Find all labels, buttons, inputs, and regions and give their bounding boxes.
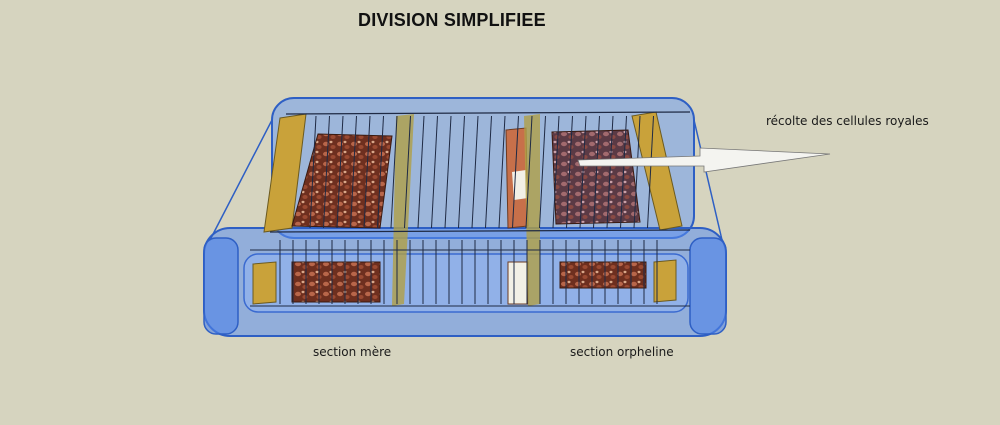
frame-line — [323, 115, 330, 229]
frame-line — [363, 115, 371, 229]
frame-line — [404, 115, 411, 229]
end-board-left — [252, 113, 307, 305]
diagram-title: DIVISION SIMPLIFIEE — [358, 10, 546, 30]
frame-line — [552, 115, 560, 229]
end-board-right — [631, 111, 683, 303]
frame-line — [512, 115, 519, 229]
frame-line — [458, 115, 465, 229]
harvest-arrow — [577, 147, 831, 173]
brood-comb-mother — [291, 133, 393, 303]
frame-line — [269, 229, 691, 233]
frame-line — [498, 115, 506, 229]
frame-line — [525, 115, 533, 229]
mother-section-label: section mère — [313, 345, 392, 359]
frame-line — [431, 115, 438, 229]
frame-line — [285, 111, 691, 115]
frame-line — [309, 115, 317, 229]
frame-line — [336, 115, 344, 229]
frame-line — [620, 115, 627, 229]
frame-line — [377, 115, 384, 229]
frame-line — [593, 115, 600, 229]
frame-line — [444, 115, 452, 229]
frame-line — [566, 115, 573, 229]
frame-line — [485, 115, 492, 229]
frame-line — [417, 115, 425, 229]
frame-line — [647, 115, 654, 229]
frame-line — [390, 115, 398, 229]
frame-line — [471, 115, 479, 229]
harvest-label: récolte des cellules royales — [766, 114, 929, 128]
orphan-section-label: section orpheline — [570, 345, 674, 359]
frames-group — [250, 111, 691, 307]
frame-line — [539, 115, 546, 229]
frame-line — [350, 115, 357, 229]
frame-line — [579, 115, 587, 229]
frame-line — [606, 115, 614, 229]
frame-line — [633, 115, 641, 229]
